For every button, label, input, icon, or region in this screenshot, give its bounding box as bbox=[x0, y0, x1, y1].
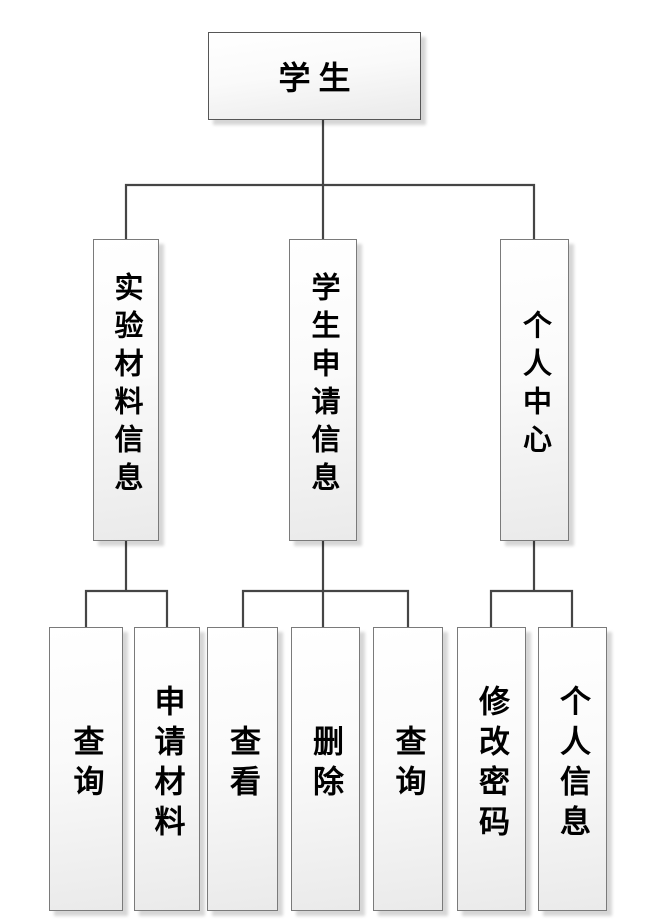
node-personal-center: 个人中心 bbox=[500, 239, 569, 541]
node-view-label: 查看 bbox=[225, 725, 260, 805]
node-view: 查看 bbox=[207, 627, 278, 911]
node-query-1: 查询 bbox=[49, 627, 123, 911]
node-personal-info: 个人信息 bbox=[538, 627, 607, 911]
node-apply-materials-label: 申请材料 bbox=[149, 685, 185, 845]
node-student-application-info-label: 学生申请信息 bbox=[307, 272, 339, 500]
connector-level1-bracket bbox=[124, 183, 536, 239]
node-delete: 删除 bbox=[291, 627, 360, 911]
connector-branch2-bracket bbox=[241, 589, 410, 627]
node-query-1-label: 查询 bbox=[68, 725, 104, 805]
node-change-password-label: 修改密码 bbox=[474, 685, 509, 845]
node-experiment-material-info-label: 实验材料信息 bbox=[110, 272, 142, 500]
connector-branch1-bracket bbox=[84, 589, 169, 627]
node-student-application-info: 学生申请信息 bbox=[289, 239, 357, 541]
node-student: 学生 bbox=[208, 32, 421, 120]
node-personal-info-label: 个人信息 bbox=[555, 685, 590, 845]
node-change-password: 修改密码 bbox=[457, 627, 526, 911]
node-query-2: 查询 bbox=[373, 627, 443, 911]
node-personal-center-label: 个人中心 bbox=[518, 310, 551, 462]
connector-branch3-bracket bbox=[489, 589, 574, 627]
node-experiment-material-info: 实验材料信息 bbox=[93, 239, 159, 541]
node-student-label: 学生 bbox=[278, 60, 359, 96]
node-apply-materials: 申请材料 bbox=[134, 627, 200, 911]
node-delete-label: 删除 bbox=[308, 725, 343, 805]
node-query-2-label: 查询 bbox=[390, 725, 426, 805]
